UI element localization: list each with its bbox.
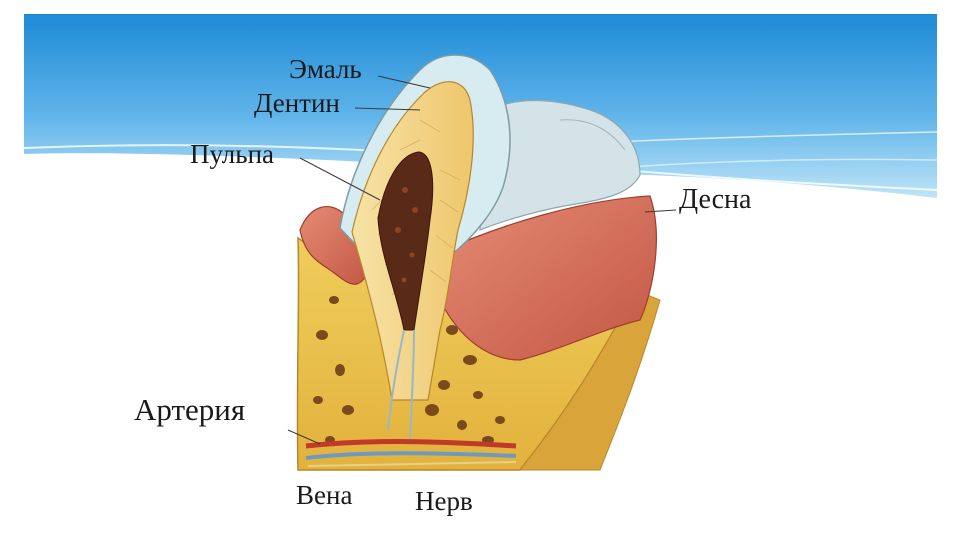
label-nerve: Нерв <box>415 486 473 516</box>
label-pulp: Пульпа <box>190 139 275 169</box>
label-gum: Десна <box>679 184 752 215</box>
label-enamel: Эмаль <box>289 54 362 84</box>
blood-vessels <box>305 439 517 467</box>
leader-lines <box>287 75 677 445</box>
gum <box>299 195 657 361</box>
neighbor-teeth <box>479 99 641 231</box>
tooth <box>339 54 511 441</box>
label-artery: Артерия <box>134 392 246 427</box>
label-dentin: Дентин <box>254 88 340 118</box>
label-vein: Вена <box>296 480 353 510</box>
